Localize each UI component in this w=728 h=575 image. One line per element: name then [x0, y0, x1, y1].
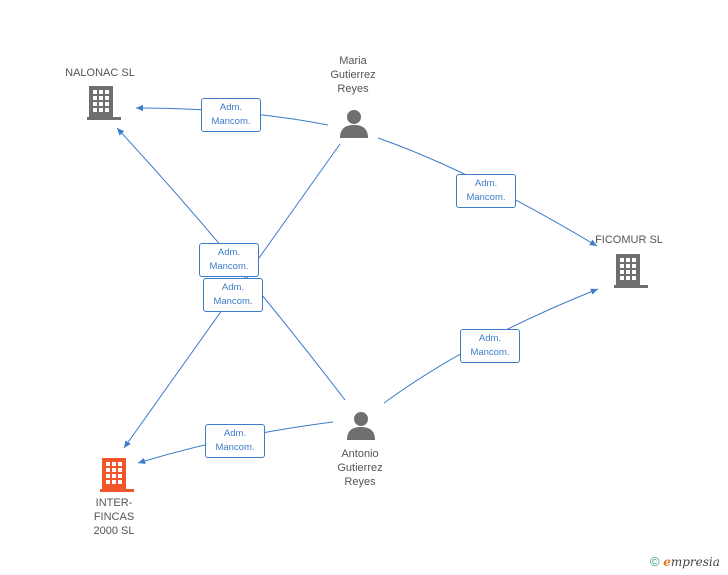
building-icon[interactable] — [614, 254, 648, 288]
label-line: Gutierrez — [330, 69, 376, 81]
brand-logo: empresia — [663, 555, 720, 569]
role-label[interactable]: Adm. Mancom. — [205, 424, 265, 458]
role-label[interactable]: Adm. Mancom. — [203, 278, 263, 312]
role-line: Mancom. — [215, 442, 255, 453]
building-icon[interactable] — [100, 458, 134, 492]
copyright-notice: © empresia — [650, 554, 720, 569]
label-line: 2000 SL — [93, 525, 135, 537]
role-label[interactable]: Adm. Mancom. — [460, 329, 520, 363]
person-label-maria[interactable]: Maria Gutierrez Reyes — [313, 54, 393, 96]
label-line: Reyes — [337, 83, 369, 95]
role-line: Mancom. — [470, 347, 510, 358]
role-label[interactable]: Adm. Mancom. — [201, 98, 261, 132]
label-line: Gutierrez — [337, 462, 383, 474]
label-line: Antonio — [341, 448, 379, 460]
role-line: Adm. — [219, 102, 243, 113]
person-icon[interactable] — [340, 110, 368, 138]
label-line: FINCAS — [93, 511, 135, 523]
role-line: Adm. — [474, 178, 498, 189]
person-icon[interactable] — [347, 412, 375, 440]
role-line: Mancom. — [211, 116, 251, 127]
role-label[interactable]: Adm. Mancom. — [199, 243, 259, 277]
person-label-antonio[interactable]: Antonio Gutierrez Reyes — [320, 447, 400, 489]
role-line: Adm. — [217, 247, 241, 258]
company-label-interfincas[interactable]: INTER- FINCAS 2000 SL — [74, 496, 154, 538]
copyright-icon: © — [650, 554, 660, 569]
label-line: Maria — [339, 55, 367, 67]
role-line: Mancom. — [213, 296, 253, 307]
role-label[interactable]: Adm. Mancom. — [456, 174, 516, 208]
company-label-ficomur[interactable]: FICOMUR SL — [595, 234, 663, 246]
role-line: Mancom. — [209, 261, 249, 272]
company-label-nalonac[interactable]: NALONAC SL — [65, 67, 135, 79]
role-line: Adm. — [223, 428, 247, 439]
role-line: Adm. — [221, 282, 245, 293]
building-icon[interactable] — [87, 86, 121, 120]
label-line: INTER- — [95, 497, 133, 509]
label-line: Reyes — [344, 476, 376, 488]
role-line: Adm. — [478, 333, 502, 344]
role-line: Mancom. — [466, 192, 506, 203]
